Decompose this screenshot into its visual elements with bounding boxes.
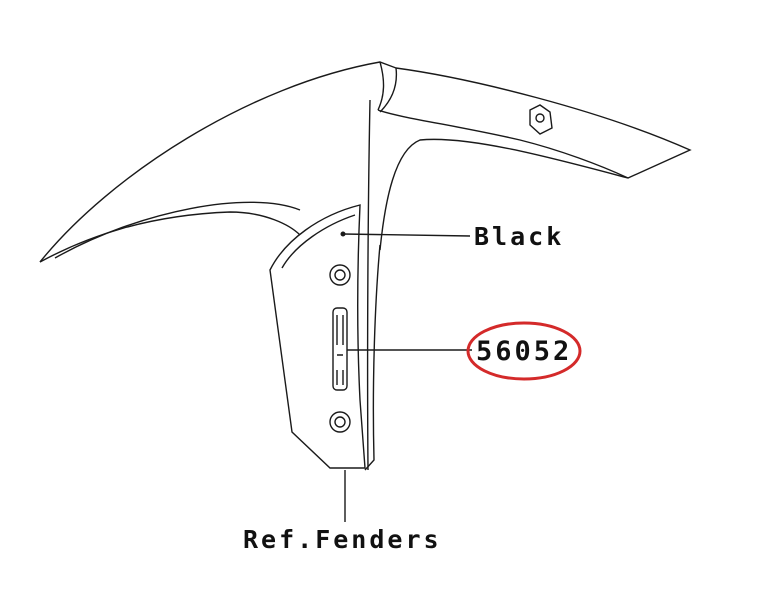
leader-lines: [340, 231, 472, 522]
part-number-highlight-ring: [466, 321, 582, 381]
color-label: Black: [474, 222, 565, 251]
reference-label: Ref.Fenders: [243, 525, 442, 554]
part-number-label: 56052: [476, 336, 573, 367]
front-fender: [39, 61, 692, 263]
decal-panel: [269, 99, 381, 471]
